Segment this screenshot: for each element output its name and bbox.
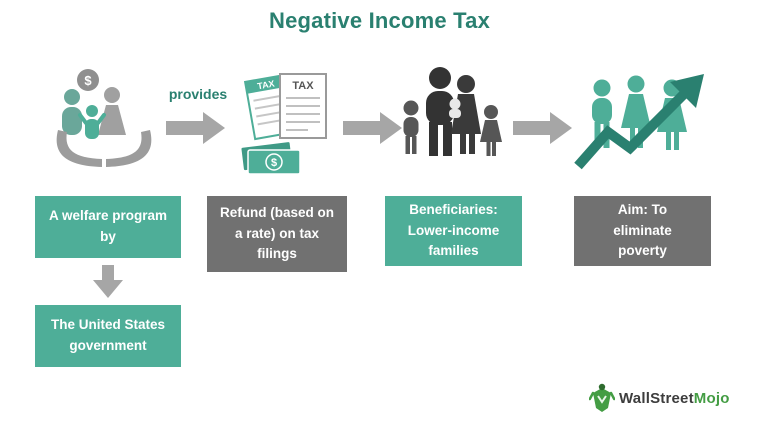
logo-text: WallStreetMojo: [619, 390, 730, 407]
step-beneficiaries-label: Beneficiaries: Lower-income families: [407, 201, 500, 259]
page-title: Negative Income Tax: [268, 8, 491, 33]
welfare-support-icon: $: [48, 64, 160, 178]
family-beneficiaries-icon-svg: [403, 67, 502, 156]
step-aim-box: Aim: To eliminate poverty: [574, 196, 711, 266]
poverty-elimination-growth-icon: [574, 72, 706, 174]
dollar-sign: $: [84, 73, 92, 88]
logo-text-part1: WallStreet: [619, 389, 694, 407]
wallstreetmojo-logo-icon: [589, 383, 615, 412]
wallstreetmojo-logo: WallStreetMojo: [589, 383, 730, 413]
step-welfare-program-label: A welfare program by: [48, 208, 168, 244]
step-refund-box: Refund (based on a rate) on tax filings: [207, 196, 347, 272]
flow-arrow-1-icon: [166, 112, 225, 144]
poverty-elimination-growth-icon-svg: [574, 74, 704, 170]
step-beneficiaries-box: Beneficiaries: Lower-income families: [385, 196, 522, 266]
step-refund-label: Refund (based on a rate) on tax filings: [220, 204, 334, 262]
tax-refund-documents-icon-svg: TAX TAX $: [239, 73, 327, 175]
step-aim-label: Aim: To eliminate poverty: [613, 201, 672, 259]
flow-arrow-2-icon: [343, 112, 402, 144]
down-arrow-icon: [93, 265, 123, 298]
welfare-support-icon-svg: $: [56, 69, 152, 167]
step-welfare-program-box: A welfare program by: [35, 196, 181, 258]
step-us-government-box: The United States government: [35, 305, 181, 367]
provides-label: provides: [168, 86, 228, 102]
dollar-sign: $: [271, 157, 277, 169]
logo-text-part2: Mojo: [693, 389, 730, 407]
tax-refund-documents-icon: TAX TAX $: [238, 68, 333, 178]
step-us-government-label: The United States government: [50, 317, 166, 353]
family-beneficiaries-icon: [393, 62, 508, 179]
tax-label: TAX: [257, 78, 276, 91]
tax-label: TAX: [292, 80, 314, 92]
flow-arrow-3-icon: [513, 112, 572, 144]
